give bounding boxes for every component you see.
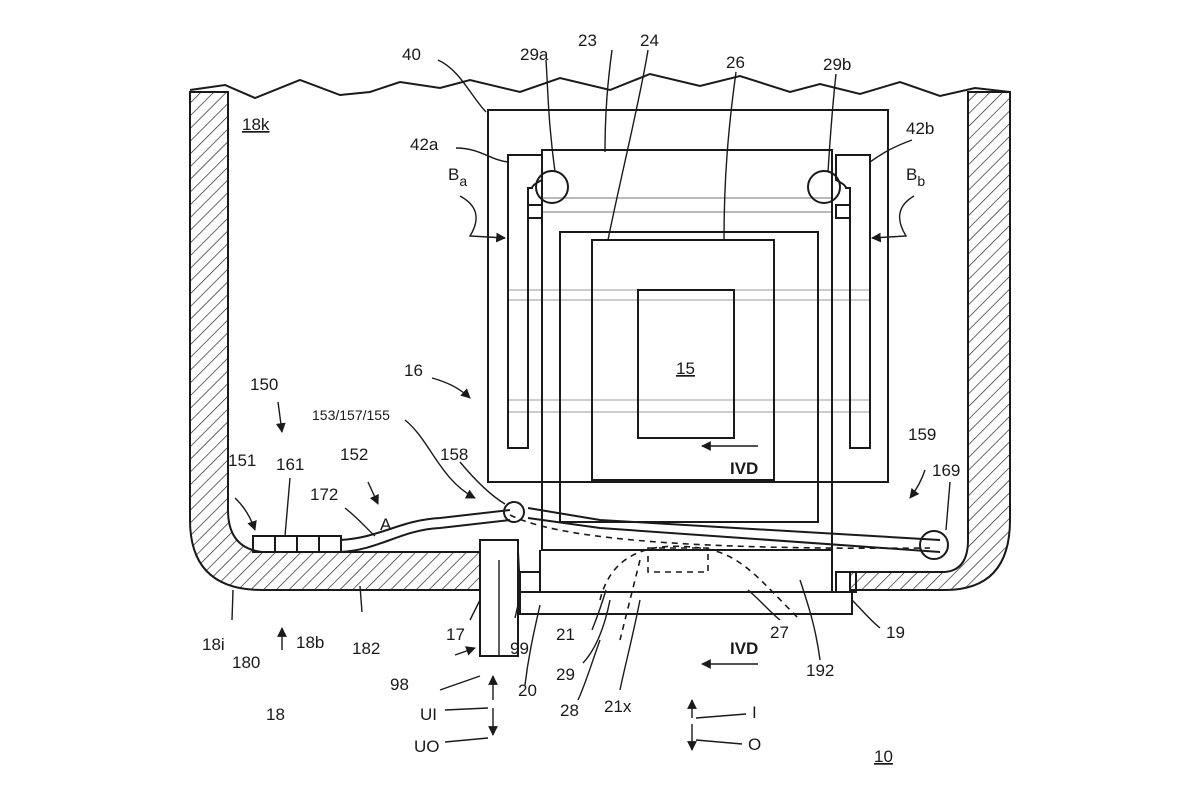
label-180: 180 <box>232 653 260 672</box>
label-29b: 29b <box>823 55 851 74</box>
label-42a: 42a <box>410 135 439 154</box>
label-152: 152 <box>340 445 368 464</box>
housing-left-wall <box>189 91 481 591</box>
layer-24 <box>559 231 819 523</box>
label-IVD-upper: IVD <box>730 459 758 478</box>
housing-floor-right <box>849 91 1011 591</box>
label-17: 17 <box>446 625 465 644</box>
spring-arm-42a-tip <box>528 204 543 219</box>
frame-40 <box>487 109 889 483</box>
foot-right <box>835 571 857 593</box>
layer-26 <box>591 239 775 481</box>
label-18: 18 <box>266 705 285 724</box>
label-I: I <box>752 703 757 722</box>
cable-to-right <box>527 507 941 541</box>
label-19: 19 <box>886 623 905 642</box>
layer-23 <box>541 149 833 551</box>
label-99: 99 <box>510 639 529 658</box>
label-Bb: Bb <box>906 165 925 189</box>
contact-29a <box>535 170 569 204</box>
label-24: 24 <box>640 31 659 50</box>
hinge-169 <box>919 530 949 560</box>
cable-lower <box>339 519 511 553</box>
label-18b: 18b <box>296 633 324 652</box>
spring-arm-42b <box>835 154 871 449</box>
hinge-158 <box>503 501 525 523</box>
label-182: 182 <box>352 639 380 658</box>
label-16: 16 <box>404 361 423 380</box>
label-21x: 21x <box>604 697 632 716</box>
label-169: 169 <box>932 461 960 480</box>
label-158: 158 <box>440 445 468 464</box>
label-18i: 18i <box>202 635 225 654</box>
label-UO: UO <box>414 737 440 756</box>
label-172: 172 <box>310 485 338 504</box>
contact-29b <box>807 170 841 204</box>
dashed-path-29 <box>509 514 931 550</box>
dashed-path-28 <box>599 545 801 621</box>
base-plate-19 <box>519 591 853 615</box>
label-21: 21 <box>556 625 575 644</box>
label-192: 192 <box>806 661 834 680</box>
label-IVD-lower: IVD <box>730 639 758 658</box>
break-line <box>189 72 1011 100</box>
label-10: 10 <box>874 747 893 766</box>
label-161: 161 <box>276 455 304 474</box>
dashed-component-27 <box>647 547 709 573</box>
label-18k: 18k <box>242 115 270 134</box>
arrows <box>234 195 926 751</box>
label-28: 28 <box>560 701 579 720</box>
module-15 <box>637 289 735 439</box>
label-40: 40 <box>402 45 421 64</box>
label-Ba: Ba <box>448 165 467 189</box>
label-98: 98 <box>390 675 409 694</box>
spring-arm-42a <box>507 154 543 449</box>
foot-left <box>519 571 541 593</box>
spring-arm-42b-tip <box>835 204 850 219</box>
label-159: 159 <box>908 425 936 444</box>
cable-to-right-lower <box>527 517 941 553</box>
label-26: 26 <box>726 53 745 72</box>
label-151: 151 <box>228 451 256 470</box>
leader-I <box>695 713 747 719</box>
label-150: 150 <box>250 375 278 394</box>
leader-lines <box>231 49 951 743</box>
label-153-157-155: 153/157/155 <box>312 407 390 423</box>
label-23: 23 <box>578 31 597 50</box>
label-20: 20 <box>518 681 537 700</box>
label-27: 27 <box>770 623 789 642</box>
label-A: A <box>380 515 392 534</box>
label-42b: 42b <box>906 119 934 138</box>
label-15: 15 <box>676 359 695 378</box>
housing-floor-center <box>500 560 850 572</box>
label-29a: 29a <box>520 45 549 64</box>
label-29: 29 <box>556 665 575 684</box>
dashed-path-21x <box>619 559 641 641</box>
label-UI: UI <box>420 705 437 724</box>
cable-upper <box>339 509 511 541</box>
label-O: O <box>748 735 761 754</box>
leader-O <box>695 739 743 745</box>
